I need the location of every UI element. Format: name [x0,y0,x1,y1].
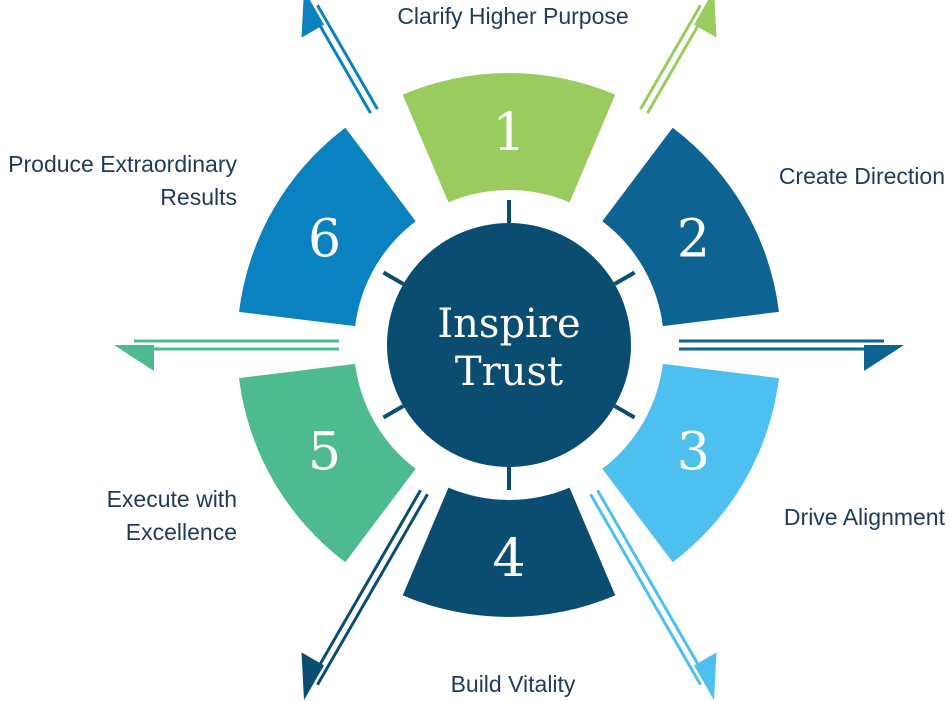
divider-flag-4 [589,489,717,701]
center-title-line2: Trust [455,349,563,395]
center-circle [387,223,631,467]
segment-number-5: 5 [308,423,341,483]
segment-5 [239,363,416,563]
segment-2 [602,127,779,327]
step-label-1: Clarify Higher Purpose [397,3,628,29]
tick-mark [613,404,636,420]
step-label-5: Excellence [126,519,237,545]
tick-mark [382,404,405,420]
step-label-4: Build Vitality [451,671,576,697]
segment-number-4: 4 [492,529,525,589]
divider-flag-1 [301,0,379,114]
step-label-6: Produce Extraordinary [8,151,237,177]
segment-number-2: 2 [677,210,710,270]
segment-number-6: 6 [308,210,341,270]
step-label-3: Drive Alignment [784,504,946,530]
divider-flag-5 [301,489,429,701]
segment-number-1: 1 [492,103,525,163]
segment-4 [402,487,616,617]
step-label-6: Results [160,184,237,210]
divider-flag-3 [679,339,904,371]
tick-mark [613,270,636,286]
step-label-5: Execute with [107,486,237,512]
tick-mark [382,270,405,286]
divider-flag-2 [639,0,717,114]
divider-flag-6 [114,339,339,371]
center-title-line1: Inspire [437,301,580,347]
segment-1 [402,72,616,203]
segment-3 [602,363,779,563]
segment-6 [239,127,416,327]
segment-number-3: 3 [677,423,710,483]
step-label-2: Create Direction [779,163,945,189]
